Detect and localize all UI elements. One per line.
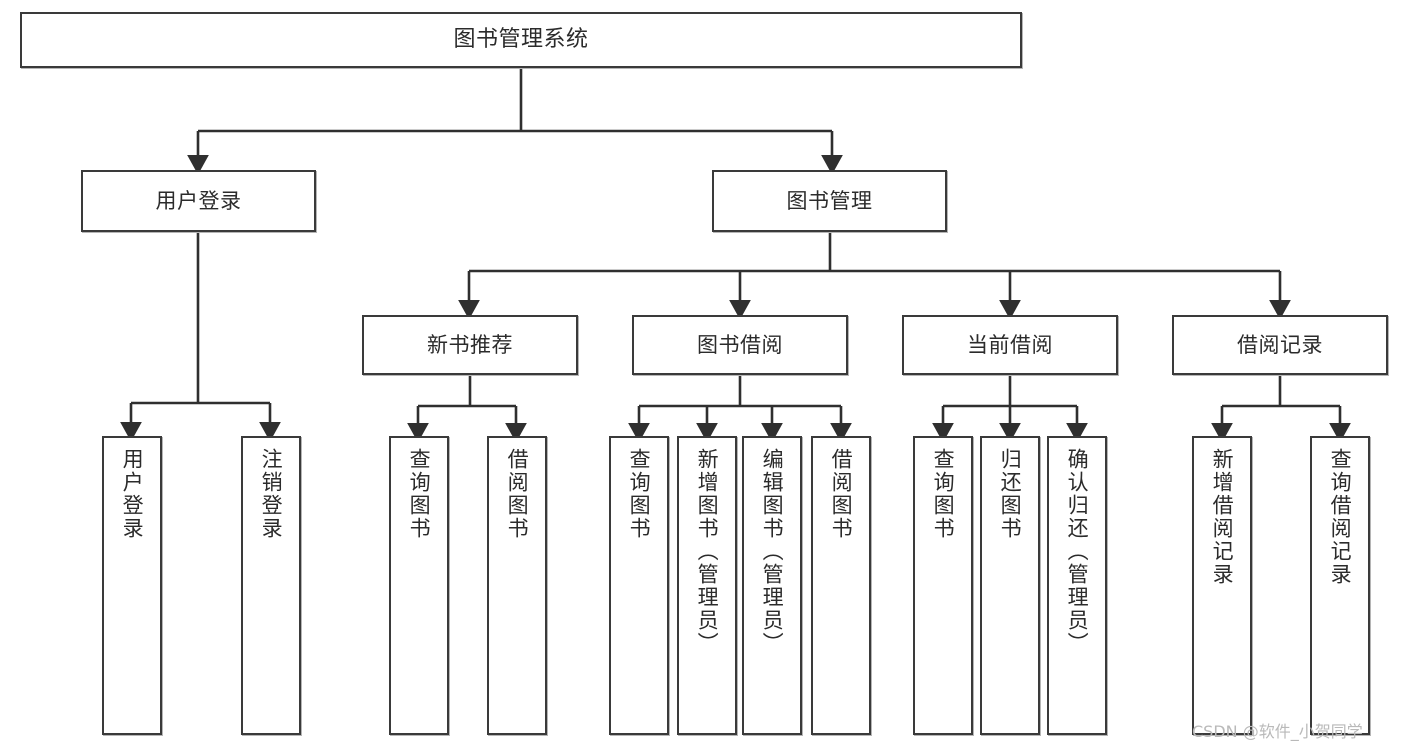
node-leaf-borrow-book-2[interactable]: 借阅图书 xyxy=(811,436,871,735)
node-leaf-query-borrow-record[interactable]: 查询借阅记录 xyxy=(1310,436,1370,735)
node-borrow-record-label: 借阅记录 xyxy=(1237,332,1323,357)
node-book-borrow-label: 图书借阅 xyxy=(697,332,783,357)
node-leaf-user-login[interactable]: 用户登录 xyxy=(102,436,162,735)
node-leaf-edit-book-admin-label: 编辑图书（管理员） xyxy=(760,448,785,655)
node-leaf-query-book-3[interactable]: 查询图书 xyxy=(913,436,973,735)
node-book-manage[interactable]: 图书管理 xyxy=(712,170,947,232)
node-leaf-edit-book-admin[interactable]: 编辑图书（管理员） xyxy=(742,436,802,735)
node-leaf-borrow-book-1-label: 借阅图书 xyxy=(505,448,530,540)
node-leaf-add-book-admin-label: 新增图书（管理员） xyxy=(695,448,720,655)
node-root[interactable]: 图书管理系统 xyxy=(20,12,1022,68)
node-leaf-confirm-return-admin-label: 确认归还（管理员） xyxy=(1065,448,1090,655)
node-leaf-return-book[interactable]: 归还图书 xyxy=(980,436,1040,735)
node-leaf-borrow-book-1[interactable]: 借阅图书 xyxy=(487,436,547,735)
node-leaf-return-book-label: 归还图书 xyxy=(998,448,1023,540)
node-leaf-user-login-label: 用户登录 xyxy=(120,448,145,540)
node-new-book-recommend-label: 新书推荐 xyxy=(427,332,513,357)
node-leaf-add-book-admin[interactable]: 新增图书（管理员） xyxy=(677,436,737,735)
node-leaf-add-borrow-record[interactable]: 新增借阅记录 xyxy=(1192,436,1252,735)
node-leaf-query-book-3-label: 查询图书 xyxy=(931,448,956,540)
node-borrow-record[interactable]: 借阅记录 xyxy=(1172,315,1388,375)
node-user-login-label: 用户登录 xyxy=(155,188,242,213)
node-leaf-add-borrow-record-label: 新增借阅记录 xyxy=(1210,448,1235,586)
node-leaf-query-book-1[interactable]: 查询图书 xyxy=(389,436,449,735)
node-book-manage-label: 图书管理 xyxy=(786,188,873,213)
watermark: CSDN @软件_小贺同学 xyxy=(1192,722,1363,741)
node-leaf-logout-login[interactable]: 注销登录 xyxy=(241,436,301,735)
node-leaf-query-borrow-record-label: 查询借阅记录 xyxy=(1328,448,1353,586)
node-leaf-confirm-return-admin[interactable]: 确认归还（管理员） xyxy=(1047,436,1107,735)
node-root-label: 图书管理系统 xyxy=(453,27,589,53)
node-book-borrow[interactable]: 图书借阅 xyxy=(632,315,848,375)
node-leaf-logout-login-label: 注销登录 xyxy=(259,448,284,540)
node-user-login[interactable]: 用户登录 xyxy=(81,170,316,232)
node-leaf-query-book-2[interactable]: 查询图书 xyxy=(609,436,669,735)
node-current-borrow-label: 当前借阅 xyxy=(967,332,1053,357)
node-current-borrow[interactable]: 当前借阅 xyxy=(902,315,1118,375)
node-new-book-recommend[interactable]: 新书推荐 xyxy=(362,315,578,375)
node-leaf-query-book-1-label: 查询图书 xyxy=(407,448,432,540)
node-leaf-query-book-2-label: 查询图书 xyxy=(627,448,652,540)
node-leaf-borrow-book-2-label: 借阅图书 xyxy=(829,448,854,540)
